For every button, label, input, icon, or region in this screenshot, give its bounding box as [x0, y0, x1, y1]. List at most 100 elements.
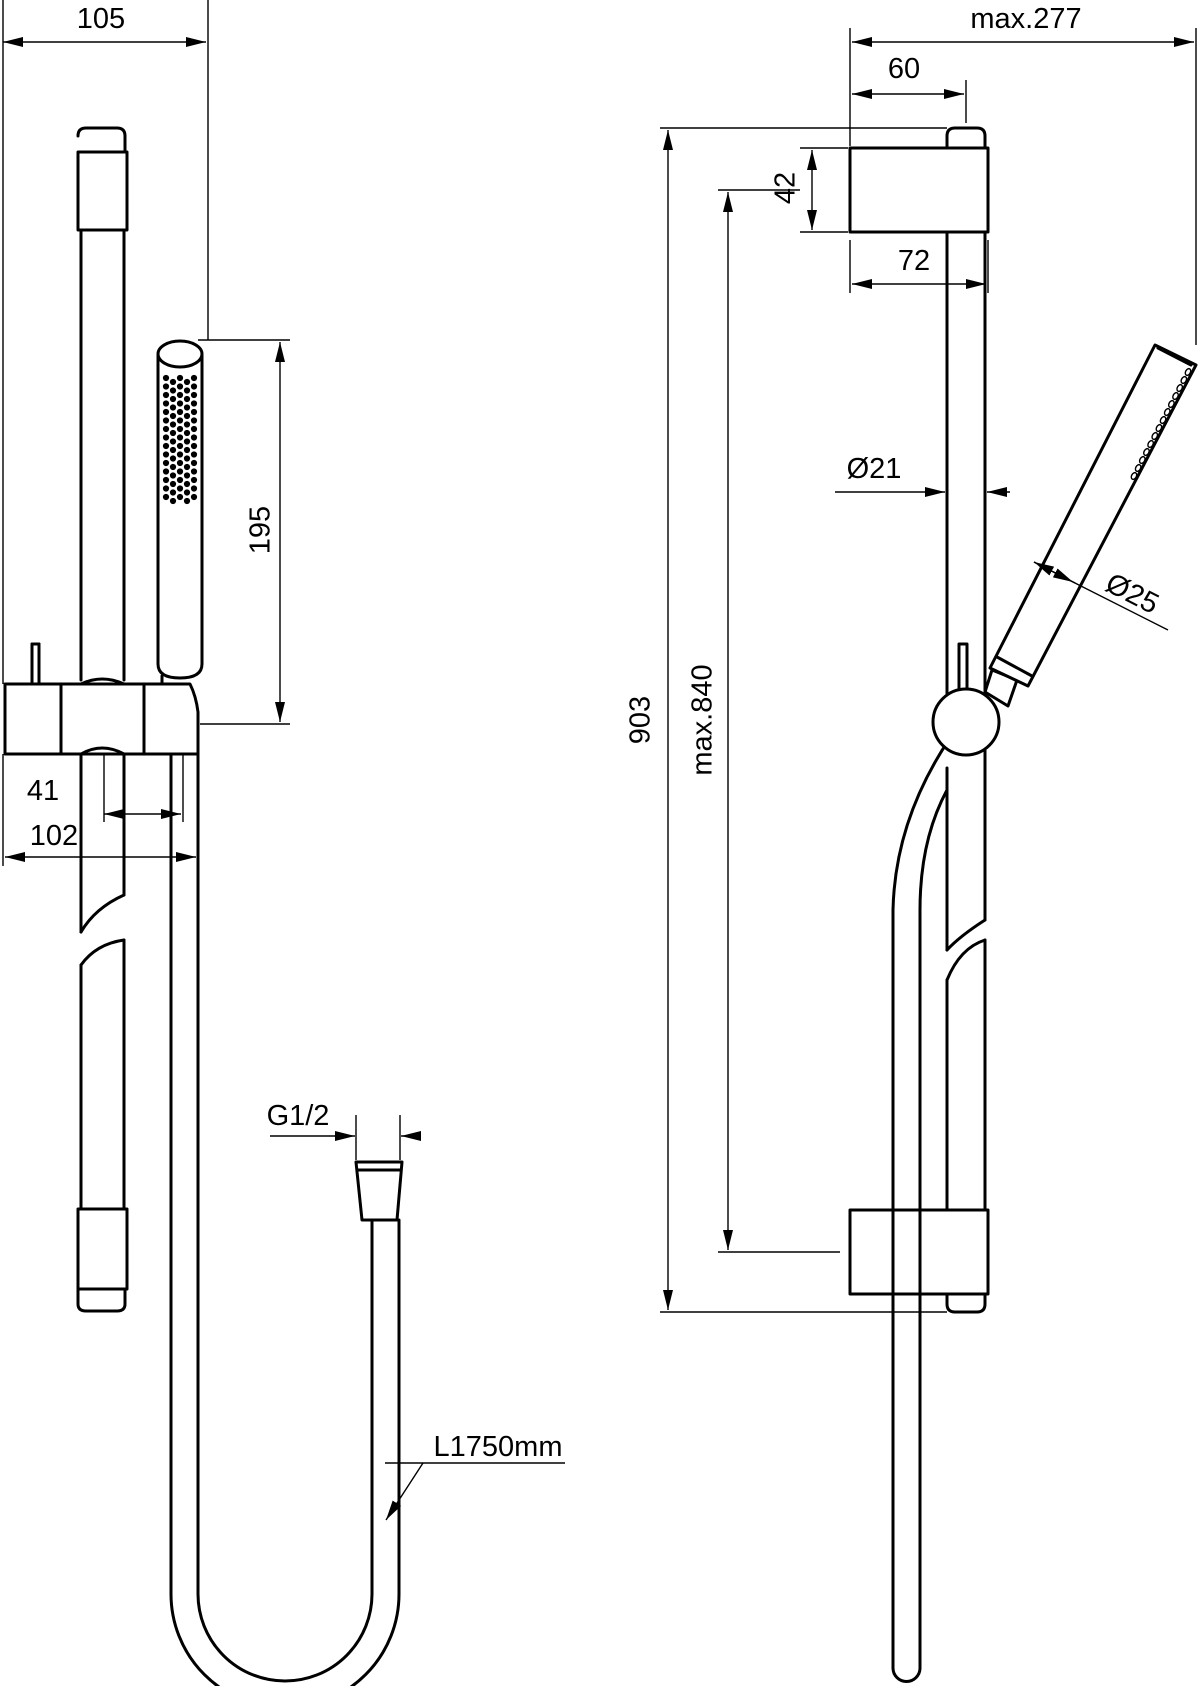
nozzle-dot: [183, 421, 191, 428]
nozzle-dot: [183, 412, 191, 420]
nozzle-dot: [162, 383, 170, 390]
side-nozzle-dot: [1180, 375, 1188, 385]
slider: [3, 642, 200, 756]
nozzle-dot: [169, 455, 177, 462]
nozzle-dot: [162, 425, 170, 433]
hand-shower: [156, 339, 204, 680]
nozzle-dot: [162, 400, 170, 407]
nozzle-dots: [162, 374, 198, 505]
dimension-max840-label: max.840: [687, 664, 719, 775]
nozzle-dot: [190, 400, 198, 407]
nozzle-dot: [190, 408, 198, 416]
nozzle-dot: [183, 480, 191, 488]
nozzle-dot: [190, 417, 198, 424]
nozzle-dot: [190, 459, 198, 467]
side-view: max.277 60 42 72 Ø21 Ø25 903 max.840: [625, 3, 1198, 1683]
nozzle-dot: [176, 442, 184, 450]
nozzle-dot: [162, 485, 170, 492]
side-nozzle-dot: [1176, 383, 1184, 393]
side-slider: [931, 642, 1019, 757]
nozzle-dot: [162, 417, 170, 424]
nozzle-dot: [162, 374, 170, 382]
dimension-diam25-label: Ø25: [1100, 567, 1163, 620]
nozzle-dot: [162, 408, 170, 416]
front-dimension-labels: 105 195 41 102 G1/2 L1750mm: [27, 3, 563, 1463]
dimension-g12-label: G1/2: [267, 1100, 330, 1132]
nozzle-dot: [190, 485, 198, 492]
dimension-60-label: 60: [888, 53, 920, 85]
nozzle-dot: [183, 387, 191, 394]
nozzle-dot: [190, 374, 198, 382]
dimension-102-label: 102: [30, 820, 78, 852]
nozzle-dot: [183, 404, 191, 411]
shower-hose: [169, 752, 404, 1686]
nozzle-dot: [176, 493, 184, 501]
nozzle-dot: [176, 434, 184, 441]
nozzle-dot: [169, 472, 177, 479]
nozzle-dot: [176, 417, 184, 424]
nozzle-dot: [183, 429, 191, 437]
nozzle-dot: [190, 442, 198, 450]
nozzle-dot: [169, 421, 177, 428]
nozzle-dot: [169, 387, 177, 394]
nozzle-dot: [190, 434, 198, 441]
side-nozzle-dot: [1155, 423, 1163, 433]
nozzle-dot: [183, 378, 191, 386]
side-nozzle-dot: [1134, 463, 1142, 473]
side-dimension-lines: [660, 28, 1197, 1313]
nozzle-dot: [169, 378, 177, 386]
side-nozzle-dot: [1130, 471, 1138, 481]
nozzle-dot: [190, 383, 198, 390]
nozzle-dot: [190, 476, 198, 484]
nozzle-dot: [176, 485, 184, 492]
side-hand-shower: [988, 343, 1198, 688]
nozzle-dot: [169, 463, 177, 471]
nozzle-dot: [169, 429, 177, 437]
dimension-195-label: 195: [245, 506, 277, 554]
nozzle-dot: [169, 480, 177, 488]
nozzle-dot: [162, 493, 170, 501]
nozzle-dot: [169, 438, 177, 445]
nozzle-dot: [176, 383, 184, 390]
front-dimension-lines: [2, 0, 565, 1521]
front-view: 105 195 41 102 G1/2 L1750mm: [2, 0, 565, 1686]
nozzle-dot: [176, 468, 184, 475]
nozzle-dot: [183, 497, 191, 505]
nozzle-dot: [190, 425, 198, 433]
side-nozzle-dot: [1138, 455, 1146, 465]
nozzle-dot: [169, 412, 177, 420]
nozzle-dot: [176, 425, 184, 433]
side-nozzle-dots: [1130, 367, 1192, 481]
nozzle-dot: [162, 391, 170, 399]
side-rail: [945, 126, 987, 1314]
nozzle-dot: [169, 404, 177, 411]
nozzle-dot: [169, 489, 177, 496]
nozzle-dot: [162, 476, 170, 484]
nozzle-dot: [169, 446, 177, 454]
dimension-72-label: 72: [898, 245, 930, 277]
nozzle-dot: [183, 438, 191, 445]
side-nozzle-dot: [1163, 407, 1171, 417]
side-nozzle-dot: [1143, 447, 1150, 457]
side-nozzle-dot: [1184, 367, 1192, 377]
nozzle-dot: [162, 468, 170, 475]
nozzle-dot: [183, 472, 191, 479]
side-nozzle-dot: [1167, 399, 1175, 409]
nozzle-dot: [162, 434, 170, 441]
dimension-105-label: 105: [77, 3, 125, 35]
nozzle-dot: [190, 493, 198, 501]
nozzle-dot: [169, 395, 177, 403]
nozzle-dot: [176, 451, 184, 458]
dimension-903-label: 903: [625, 696, 657, 744]
nozzle-dot: [190, 391, 198, 399]
dimension-41-label: 41: [27, 775, 59, 807]
nozzle-dot: [183, 455, 191, 462]
nozzle-dot: [183, 489, 191, 496]
nozzle-dot: [190, 451, 198, 458]
nozzle-dot: [176, 476, 184, 484]
side-nozzle-dot: [1151, 431, 1159, 441]
dimension-max277-label: max.277: [970, 3, 1081, 35]
nozzle-dot: [183, 395, 191, 403]
slide-rail: [76, 126, 129, 1313]
